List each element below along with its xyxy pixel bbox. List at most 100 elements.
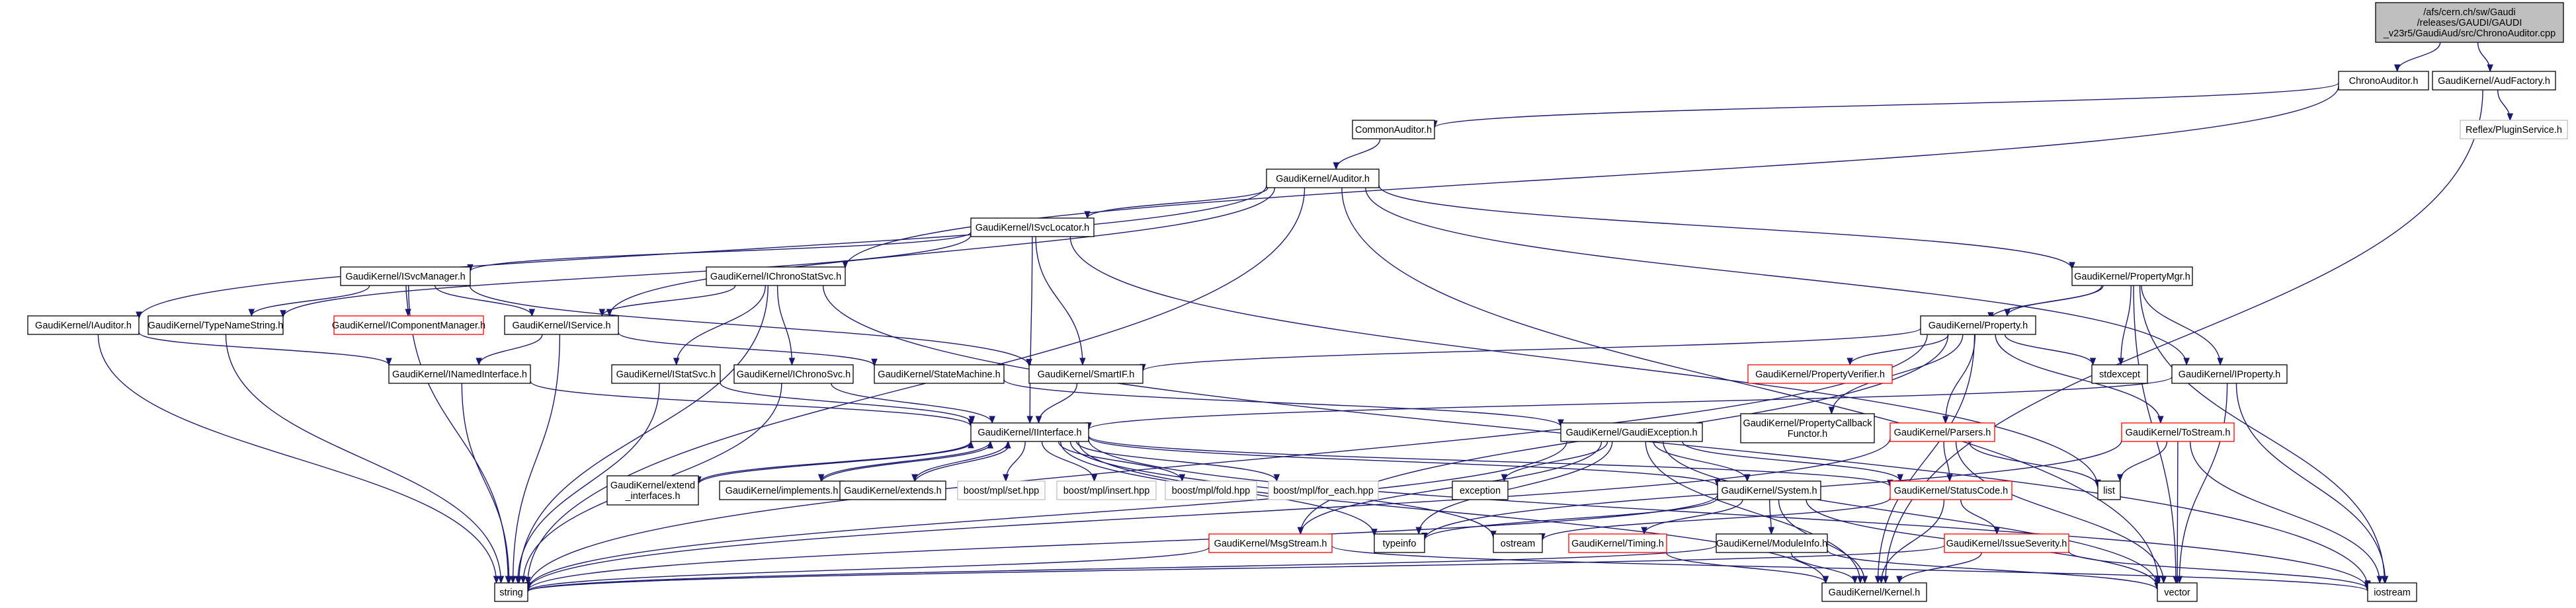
node-label: GaudiKernel/Timing.h [1571,539,1664,549]
node-tostream[interactable]: GaudiKernel/ToStream.h [2121,422,2235,442]
node-isvclocator[interactable]: GaudiKernel/ISvcLocator.h [970,217,1095,237]
node-label: _interfaces.h [624,491,680,502]
edge-system-to-timing [1641,499,1743,535]
edge-isvcmanager-to-typenamestring [248,285,370,317]
node-label: Reflex/PluginService.h [2466,125,2562,135]
node-iinterface[interactable]: GaudiKernel/IInterface.h [970,422,1089,442]
node-common-auditor[interactable]: CommonAuditor.h [1352,120,1435,139]
node-label: GaudiKernel/IssueSeverity.h [1946,539,2067,549]
node-reflex-plugin: Reflex/PluginService.h [2460,120,2568,139]
node-label: GaudiKernel/StateMachine.h [878,369,1000,380]
node-label: stdexcept [2099,369,2140,380]
nodes-layer: /afs/cern.ch/sw/Gaudi/releases/GAUDI/GAU… [27,2,2568,602]
node-label: GaudiKernel/GaudiException.h [1565,428,1697,438]
node-label: GaudiKernel/AudFactory.h [2438,76,2550,87]
node-typenamestring[interactable]: GaudiKernel/TypeNameString.h [147,315,284,335]
node-isvcmanager[interactable]: GaudiKernel/ISvcManager.h [340,266,471,286]
node-property-mgr[interactable]: GaudiKernel/PropertyMgr.h [2071,266,2193,286]
node-ichronostatsvc[interactable]: GaudiKernel/IChronoStatSvc.h [706,266,846,286]
node-label: GaudiKernel/ISvcLocator.h [976,223,1090,233]
node-list[interactable]: list [2097,480,2121,500]
node-label: GaudiKernel/System.h [1721,486,1817,496]
node-inamedinterface[interactable]: GaudiKernel/INamedInterface.h [388,364,531,384]
node-parsers[interactable]: GaudiKernel/Parsers.h [1890,422,1995,442]
edge-chrono_auditor-to-common_auditor [1431,82,2339,129]
edge-iservice-to-inamedinterface [476,334,543,366]
node-propertyverifier[interactable]: GaudiKernel/PropertyVerifier.h [1747,364,1893,384]
node-aud-factory[interactable]: GaudiKernel/AudFactory.h [2432,71,2556,91]
edge-property-to-propertycallback [1828,334,1964,415]
node-label: GaudiKernel/Parsers.h [1894,428,1991,438]
edge-isvclocator-to-iinterface [1026,236,1033,424]
node-system[interactable]: GaudiKernel/System.h [1717,480,1821,500]
node-icomponentmanager[interactable]: GaudiKernel/IComponentManager.h [332,315,485,335]
edge-smartif-to-iinterface [1035,383,1078,424]
node-vector[interactable]: vector [2157,582,2198,602]
node-extends[interactable]: GaudiKernel/extends.h [839,480,946,500]
edge-iinterface-to-mpl_for_each [1075,441,1280,482]
node-label: GaudiKernel/ISvcManager.h [345,272,465,282]
edge-property_mgr-to-iproperty [2141,285,2223,366]
node-issueseverity[interactable]: GaudiKernel/IssueSeverity.h [1944,533,2069,553]
edge-istatsvc-to-string [515,383,660,584]
edge-parsers-to-list [1968,441,2101,488]
edge-system-to-moduleinfo [1768,499,1775,535]
edge-property_mgr-to-stdexcept [2118,285,2132,366]
node-property[interactable]: GaudiKernel/Property.h [1920,315,2036,335]
node-label: boost/mpl/insert.hpp [1063,486,1150,496]
edge-iservice-to-string [509,334,561,584]
edge-isvcmanager-to-smartif [469,285,1032,367]
node-root[interactable]: /afs/cern.ch/sw/Gaudi/releases/GAUDI/GAU… [2375,2,2564,43]
edge-extends-to-iinterface [914,440,1011,482]
node-iauditor[interactable]: GaudiKernel/IAuditor.h [27,315,140,335]
edge-property-to-propertyverifier [1847,334,1949,366]
node-label: GaudiKernel/PropertyCallback [1743,418,1872,429]
node-kernel[interactable]: GaudiKernel/Kernel.h [1821,582,1927,602]
node-timing[interactable]: GaudiKernel/Timing.h [1568,533,1667,553]
edge-parsers-to-statuscode [1943,441,1953,482]
node-implements[interactable]: GaudiKernel/implements.h [719,480,845,500]
edge-aud_factory-to-reflex_plugin [2497,89,2514,122]
node-label: list [2103,486,2115,496]
edge-implements-to-iinterface [821,440,994,482]
edge-iinterface-to-mpl_insert [1041,441,1098,482]
edge-isvcmanager-to-iservice [434,285,536,317]
node-stdexcept[interactable]: stdexcept [2091,364,2148,384]
edge-iinterface-to-extend_interfaces [695,441,972,484]
edge-extend_interfaces-to-iinterface [698,440,974,484]
node-statuscode[interactable]: GaudiKernel/StatusCode.h [1890,480,2013,500]
node-iostream[interactable]: iostream [2367,582,2417,602]
node-ichronosvc[interactable]: GaudiKernel/IChronoSvc.h [733,364,854,384]
edge-gaudiexception-to-statuscode [1682,441,1903,482]
node-iservice[interactable]: GaudiKernel/IService.h [504,315,619,335]
node-label: GaudiKernel/INamedInterface.h [392,369,527,380]
edge-statemachine-to-gaudiexception [1003,379,1564,428]
node-label: GaudiKernel/MsgStream.h [1214,539,1327,549]
node-iproperty[interactable]: GaudiKernel/IProperty.h [2171,364,2288,384]
node-auditor[interactable]: GaudiKernel/Auditor.h [1266,169,1380,188]
edge-aud_factory-to-kernel [1882,89,2483,584]
node-moduleinfo[interactable]: GaudiKernel/ModuleInfo.h [1716,533,1828,553]
node-exception[interactable]: exception [1452,480,1509,500]
edge-root-to-aud_factory [2477,42,2493,73]
node-ostream[interactable]: ostream [1493,533,1543,553]
node-chrono-auditor[interactable]: ChronoAuditor.h [2338,71,2429,91]
node-label: CommonAuditor.h [1355,125,1432,135]
node-label: ChronoAuditor.h [2349,76,2419,87]
node-msgstream[interactable]: GaudiKernel/MsgStream.h [1208,533,1333,553]
edge-tostream-to-iostream [2190,441,2383,584]
node-istatsvc[interactable]: GaudiKernel/IStatSvc.h [611,364,721,384]
edge-iinterface-to-statuscode [1088,436,1893,488]
node-statemachine[interactable]: GaudiKernel/StateMachine.h [874,364,1005,384]
node-label: GaudiKernel/extends.h [844,486,942,496]
node-gaudiexception[interactable]: GaudiKernel/GaudiException.h [1560,422,1703,442]
node-smartif[interactable]: GaudiKernel/SmartIF.h [1028,364,1143,384]
node-mpl-for-each: boost/mpl/for_each.hpp [1268,480,1379,500]
node-typeinfo[interactable]: typeinfo [1374,533,1425,553]
node-string[interactable]: string [494,582,528,602]
node-label: GaudiKernel/PropertyVerifier.h [1755,369,1885,380]
edge-iauditor-to-inamedinterface [138,332,392,366]
node-extend-interfaces[interactable]: GaudiKernel/extend_interfaces.h [606,475,699,506]
